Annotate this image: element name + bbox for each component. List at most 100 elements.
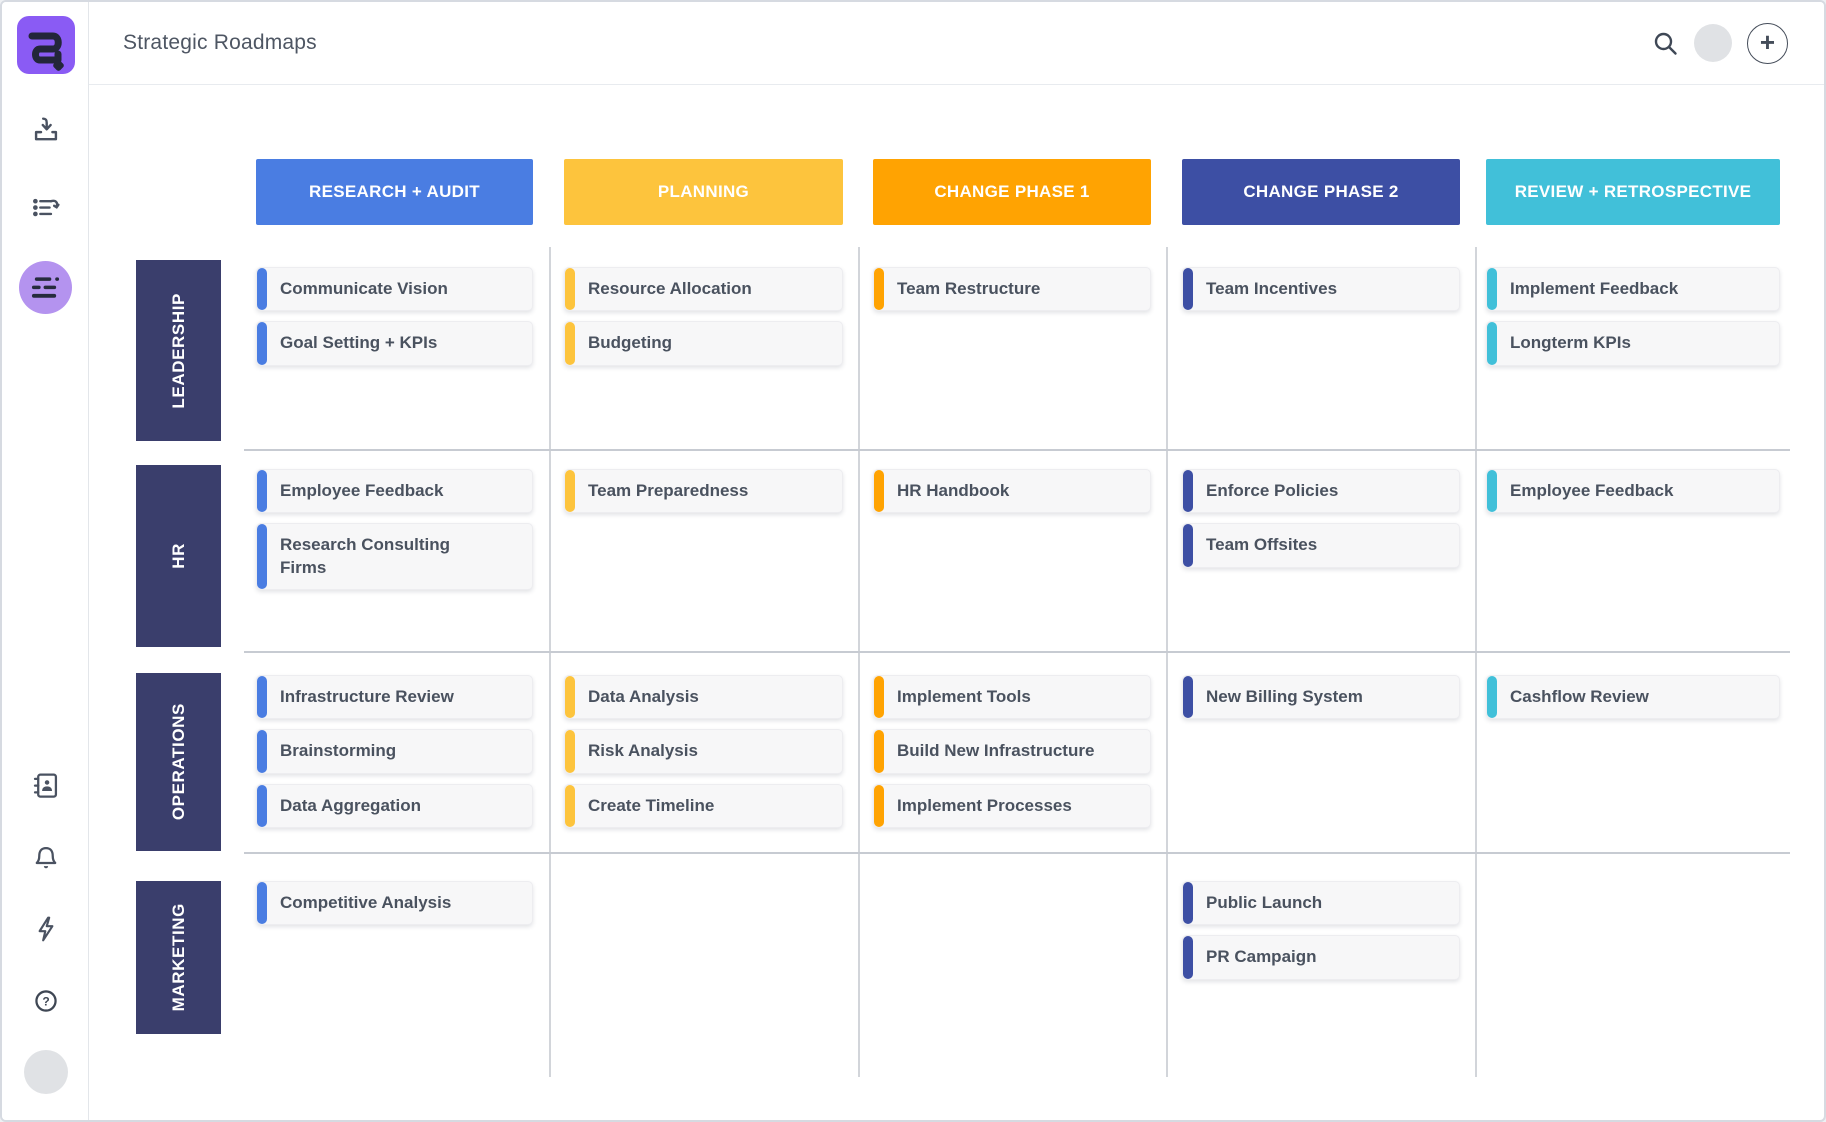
- roadmap-item-card[interactable]: PR Campaign: [1182, 935, 1460, 980]
- card-accent-bar: [257, 322, 267, 365]
- card-accent-bar: [257, 882, 267, 925]
- card-accent-bar: [1183, 676, 1193, 719]
- import-icon[interactable]: [28, 112, 64, 148]
- roadmap-item-card[interactable]: Goal Setting + KPIs: [256, 321, 533, 366]
- column-header-research-audit[interactable]: RESEARCH + AUDIT: [256, 159, 533, 225]
- app-logo[interactable]: [17, 16, 75, 74]
- board-cell: Public Launch PR Campaign: [1182, 881, 1460, 980]
- card-accent-bar: [874, 676, 884, 719]
- roadmap-item-card[interactable]: Implement Tools: [873, 675, 1151, 720]
- card-label: Goal Setting + KPIs: [280, 333, 438, 353]
- roadmap-item-card[interactable]: Team Preparedness: [564, 469, 843, 514]
- roadmap-item-card[interactable]: Brainstorming: [256, 729, 533, 774]
- roadmap-item-card[interactable]: Competitive Analysis: [256, 881, 533, 926]
- card-label: HR Handbook: [897, 481, 1010, 500]
- card-accent-bar: [565, 268, 575, 311]
- topbar-actions: +: [1652, 22, 1824, 64]
- roadmap-item-card[interactable]: Budgeting: [564, 321, 843, 366]
- card-label: Create Timeline: [588, 795, 715, 815]
- roadmap-item-card[interactable]: Data Aggregation: [256, 783, 533, 829]
- roadmap-item-card[interactable]: New Billing System: [1182, 675, 1460, 720]
- card-label: Competitive Analysis: [280, 893, 452, 912]
- grid-hline: [244, 449, 1790, 451]
- row-header-label: LEADERSHIP: [168, 292, 188, 409]
- row-header-label: HR: [168, 543, 188, 569]
- roadmap-item-card[interactable]: Implement Processes: [873, 783, 1151, 829]
- card-label: Team Restructure: [897, 279, 1041, 298]
- column-header-change-phase-1[interactable]: CHANGE PHASE 1: [873, 159, 1151, 225]
- roadmap-item-card[interactable]: Team Restructure: [873, 267, 1151, 312]
- grid-vline: [549, 247, 551, 1077]
- card-label: Infrastructure Review: [280, 687, 454, 706]
- roadmap-item-card[interactable]: HR Handbook: [873, 469, 1151, 514]
- card-accent-bar: [257, 268, 267, 311]
- lightning-icon[interactable]: [28, 911, 64, 947]
- card-label: Research Consulting Firms: [280, 535, 451, 577]
- roadmap-icon[interactable]: [19, 261, 72, 314]
- card-label: New Billing System: [1206, 687, 1363, 706]
- topbar: Strategic Roadmaps +: [89, 2, 1824, 85]
- roadmap-item-card[interactable]: Enforce Policies: [1182, 469, 1460, 514]
- card-accent-bar: [874, 784, 884, 828]
- row-header-operations[interactable]: OPERATIONS: [136, 673, 221, 851]
- roadmap-item-card[interactable]: Cashflow Review: [1486, 675, 1780, 720]
- column-header-planning[interactable]: PLANNING: [564, 159, 843, 225]
- card-label: Risk Analysis: [588, 741, 698, 761]
- card-label: Budgeting: [588, 333, 673, 353]
- roadmap-glyph: [31, 276, 60, 298]
- roadmap-item-card[interactable]: Build New Infrastructure: [873, 729, 1151, 774]
- roadmap-item-card[interactable]: Communicate Vision: [256, 267, 533, 312]
- card-accent-bar: [1183, 268, 1193, 311]
- roadmap-item-card[interactable]: Risk Analysis: [564, 729, 843, 774]
- roadmap-item-card[interactable]: Team Offsites: [1182, 523, 1460, 568]
- roadmap-item-card[interactable]: Infrastructure Review: [256, 675, 533, 720]
- card-label: Team Offsites: [1206, 535, 1318, 555]
- help-icon[interactable]: ?: [28, 983, 64, 1019]
- bell-icon[interactable]: [28, 840, 64, 876]
- roadmap-item-card[interactable]: Employee Feedback: [1486, 469, 1780, 514]
- board-cell: Competitive Analysis: [256, 881, 533, 926]
- card-accent-bar: [1183, 882, 1193, 925]
- card-accent-bar: [1183, 936, 1193, 979]
- card-accent-bar: [257, 524, 267, 590]
- roadmap-item-card[interactable]: Research Consulting Firms: [256, 523, 533, 591]
- roadmap-item-card[interactable]: Resource Allocation: [564, 267, 843, 312]
- card-label: Implement Processes: [897, 795, 1072, 815]
- card-label: Employee Feedback: [280, 481, 444, 500]
- roadmap-item-card[interactable]: Employee Feedback: [256, 469, 533, 514]
- add-button[interactable]: +: [1747, 22, 1788, 64]
- roadmap-item-card[interactable]: Public Launch: [1182, 881, 1460, 926]
- board-cell: Team Preparedness: [564, 469, 843, 514]
- column-header-review-retrospective[interactable]: REVIEW + RETROSPECTIVE: [1486, 159, 1780, 225]
- row-header-label: OPERATIONS: [168, 703, 188, 821]
- row-header-marketing[interactable]: MARKETING: [136, 881, 221, 1034]
- roadmap-item-card[interactable]: Team Incentives: [1182, 267, 1460, 312]
- card-accent-bar: [1487, 470, 1497, 513]
- sidebar-user-avatar[interactable]: [24, 1050, 68, 1094]
- grid-vline: [858, 247, 860, 1077]
- card-label: Team Incentives: [1206, 279, 1338, 298]
- user-avatar[interactable]: [1694, 24, 1732, 62]
- address-book-icon[interactable]: [28, 768, 64, 804]
- card-accent-bar: [1183, 524, 1193, 567]
- card-accent-bar: [565, 730, 575, 773]
- row-header-leadership[interactable]: LEADERSHIP: [136, 260, 221, 441]
- roadmap-item-card[interactable]: Create Timeline: [564, 783, 843, 829]
- card-label: PR Campaign: [1206, 947, 1317, 967]
- card-label: Data Aggregation: [280, 795, 422, 815]
- playlist-restore-icon[interactable]: [28, 191, 64, 227]
- roadmap-item-card[interactable]: Longterm KPIs: [1486, 321, 1780, 366]
- search-icon[interactable]: [1652, 30, 1679, 57]
- card-label: Longterm KPIs: [1510, 333, 1631, 353]
- card-accent-bar: [565, 676, 575, 719]
- row-header-hr[interactable]: HR: [136, 465, 221, 647]
- roadmap-item-card[interactable]: Data Analysis: [564, 675, 843, 720]
- card-label: Brainstorming: [280, 741, 397, 761]
- column-header-change-phase-2[interactable]: CHANGE PHASE 2: [1182, 159, 1460, 225]
- roadmap-item-card[interactable]: Implement Feedback: [1486, 267, 1780, 312]
